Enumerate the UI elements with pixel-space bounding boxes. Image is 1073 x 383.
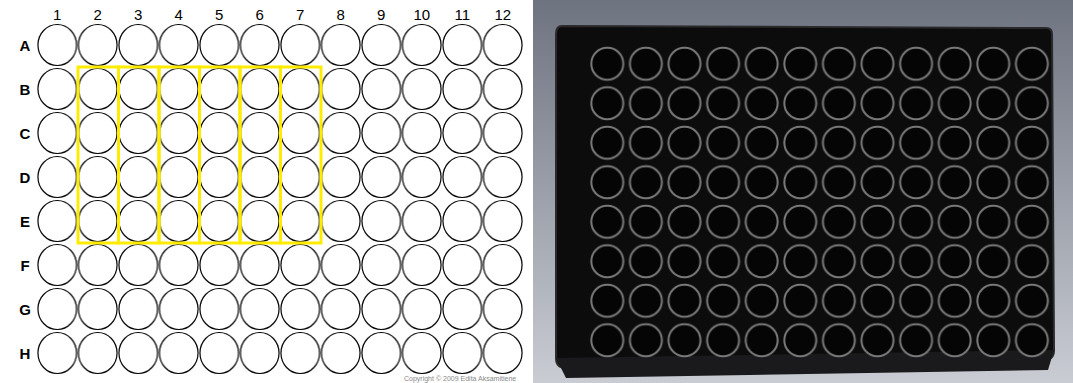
column-number: 11 (454, 7, 470, 22)
column-number: 1 (53, 7, 61, 22)
column-number: 2 (94, 7, 102, 22)
column-number: 9 (377, 7, 385, 22)
column-number: 3 (134, 7, 142, 22)
selection-frames (78, 67, 321, 243)
plate-body (556, 26, 1054, 368)
column-number: 12 (494, 7, 511, 22)
column-number: 5 (215, 7, 223, 22)
row-letter: C (20, 126, 31, 141)
row-letter: B (20, 82, 31, 97)
row-letter: F (20, 258, 29, 273)
row-letter: A (20, 38, 31, 53)
photo-ground (530, 0, 1073, 383)
row-letter: D (20, 170, 31, 185)
selection-frame (159, 67, 200, 243)
selection-frame (200, 67, 241, 243)
column-number: 10 (413, 7, 430, 22)
column-number: 7 (296, 7, 304, 22)
copyright-notice: Copyright © 2009 Edita Aksamitiene (404, 375, 516, 382)
selection-frame (78, 67, 119, 243)
diagram-ground (0, 0, 530, 383)
photo-wells (588, 44, 1051, 360)
column-number: 8 (337, 7, 345, 22)
selection-frame (281, 67, 322, 243)
column-number: 6 (256, 7, 264, 22)
selection-frame (119, 67, 160, 243)
row-letter: E (20, 214, 30, 229)
panel-divider (530, 0, 533, 383)
row-letter: G (19, 302, 31, 317)
selection-frame (240, 67, 281, 243)
row-letter: H (20, 346, 31, 361)
well-grid (37, 23, 523, 375)
column-number: 4 (175, 7, 183, 22)
